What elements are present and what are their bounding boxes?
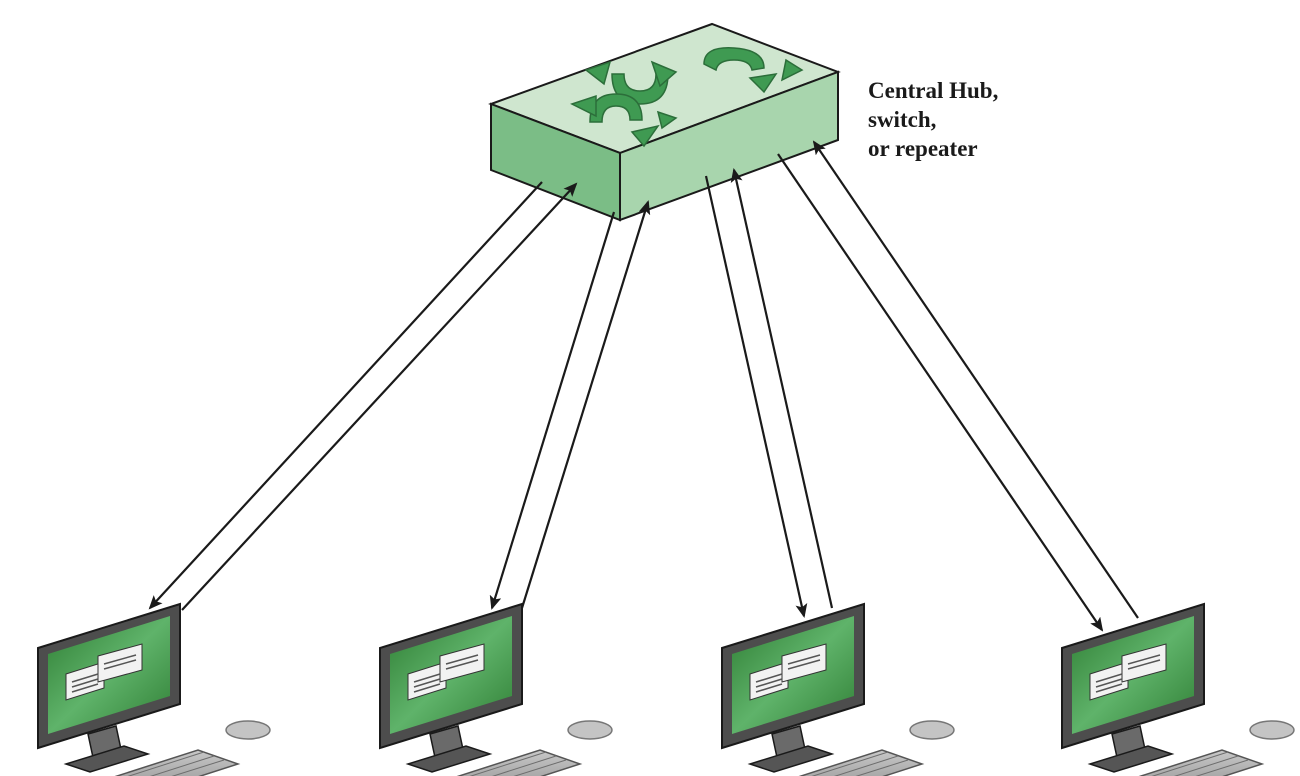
- hub-label-line-3: or repeater: [868, 136, 978, 161]
- hub-label-line-1: Central Hub,: [868, 78, 999, 103]
- hub-label-line-2: switch,: [868, 107, 937, 132]
- link-hub-to-station-1: [148, 181, 543, 610]
- central-hub: [488, 22, 841, 222]
- link-hub-to-station-2: [489, 211, 616, 610]
- computer-icon: [379, 603, 613, 776]
- computer-icon: [37, 603, 271, 776]
- link-station-3-to-hub: [730, 168, 834, 609]
- station-4: [1061, 603, 1295, 776]
- station-2: [379, 603, 613, 776]
- circular-arrows-icon: [570, 47, 804, 148]
- link-station-1-to-hub: [181, 182, 578, 611]
- link-station-4-to-hub: [812, 140, 1139, 619]
- hub-front-face: [619, 70, 839, 222]
- link-station-2-to-hub: [520, 200, 651, 609]
- links: [148, 140, 1139, 632]
- station-3: [721, 603, 955, 776]
- station-1: [37, 603, 271, 776]
- link-hub-to-station-4: [777, 153, 1104, 632]
- computer-icon: [721, 603, 955, 776]
- computer-icon: [1061, 603, 1295, 776]
- link-hub-to-station-3: [704, 175, 808, 618]
- hub-label: Central Hub, switch, or repeater: [868, 76, 998, 163]
